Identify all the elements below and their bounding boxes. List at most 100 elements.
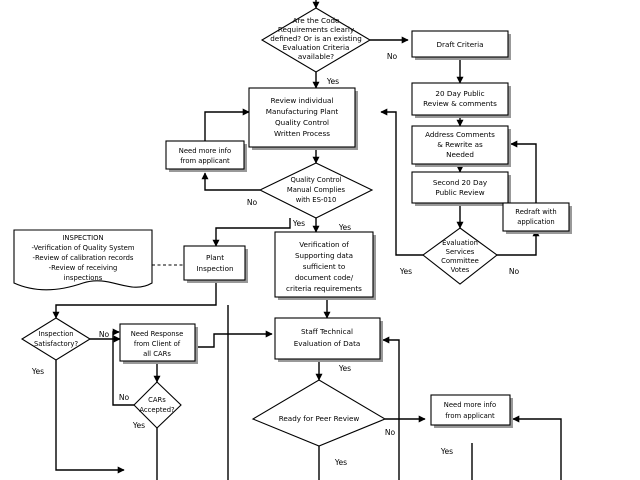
node-draft-criteria[interactable]: Draft Criteria <box>411 30 511 60</box>
node-evaluation-services-votes-line-1: Services <box>446 248 475 256</box>
node-twenty-day-review-line-1: Review & comments <box>423 99 497 108</box>
edge-plant-inspection-to-inspection-satisfactory <box>52 283 217 319</box>
node-review-individual-line-3: Written Process <box>274 129 330 138</box>
edge-label-peer-yes: Yes <box>334 458 347 467</box>
node-ready-peer-review-line-0: Ready for Peer Review <box>279 414 360 423</box>
edge-label-qc-manual-no: No <box>247 198 258 207</box>
node-qc-manual-complies[interactable]: Quality Control Manual Complies with ES-… <box>258 162 374 219</box>
node-address-comments[interactable]: Address Comments & Rewrite as Needed <box>411 125 511 167</box>
node-code-requirements-line-2: defined? Or is an existing <box>270 34 362 43</box>
edge-label-esc-votes-no: No <box>509 267 520 276</box>
edge-qc-manual-yes-to-plant-inspection <box>212 218 291 247</box>
node-code-requirements-line-1: Requirements clearly <box>278 25 355 34</box>
edge-label-inspection-no: No <box>99 330 110 339</box>
node-twenty-day-review[interactable]: 20 Day Public Review & comments <box>411 82 511 118</box>
edge-label-code-req-yes: Yes <box>326 77 339 86</box>
node-address-comments-line-0: Address Comments <box>425 130 495 139</box>
node-twenty-day-review-line-0: 20 Day Public <box>435 89 484 98</box>
node-need-more-info-right[interactable]: Need more info from applicant <box>430 394 513 428</box>
node-review-individual-line-0: Review individual <box>271 96 334 105</box>
node-verification-line-0: Verification of <box>299 240 349 249</box>
node-second-twenty-day[interactable]: Second 20 Day Public Review <box>411 171 511 206</box>
node-address-comments-line-1: & Rewrite as <box>437 140 483 149</box>
node-cars-accepted-line-1: Accepted? <box>139 406 175 414</box>
node-inspection-doc-line-1: -Verification of Quality System <box>32 244 135 252</box>
node-review-individual[interactable]: Review individual Manufacturing Plant Qu… <box>248 87 358 150</box>
edge-label-more-info-yes: Yes <box>440 447 453 456</box>
edge-label-layer: No Yes No Yes Yes Yes No No Yes No Yes Y… <box>31 52 520 467</box>
edge-need-response-to-staff-technical <box>195 330 273 348</box>
node-inspection-satisfactory-line-1: Satisfactory? <box>34 340 79 348</box>
edge-label-cars-yes: Yes <box>132 421 145 430</box>
node-plant-inspection-line-1: Inspection <box>196 264 233 273</box>
node-inspection-satisfactory-line-0: Inspection <box>38 330 73 338</box>
node-verification-line-1: Supporting data <box>295 251 353 260</box>
node-second-twenty-day-line-1: Public Review <box>435 188 484 197</box>
node-need-more-info-left[interactable]: Need more info from applicant <box>165 140 247 172</box>
edge-label-esc-votes-yes: Yes <box>399 267 412 276</box>
node-inspection-document[interactable]: INSPECTION -Verification of Quality Syst… <box>13 229 153 291</box>
node-need-more-info-left-line-1: from applicant <box>180 157 230 165</box>
node-qc-manual-line-2: with ES-010 <box>296 196 337 204</box>
edge-label-qc-manual-yes-right: Yes <box>338 223 351 232</box>
edge-return-to-staff-technical <box>382 336 400 480</box>
edge-label-peer-no: No <box>385 428 396 437</box>
node-staff-technical-line-0: Staff Technical <box>301 327 353 336</box>
node-verification-line-2: sufficient to <box>303 262 346 271</box>
node-plant-inspection-line-0: Plant <box>206 253 224 262</box>
edge-label-code-req-no: No <box>387 52 398 61</box>
node-inspection-doc-line-2: -Review of calibration records <box>33 254 134 262</box>
node-redraft-line-0: Redraft with <box>515 208 556 216</box>
node-ready-peer-review[interactable]: Ready for Peer Review <box>251 379 387 447</box>
node-inspection-satisfactory[interactable]: Inspection Satisfactory? <box>20 317 92 361</box>
edge-inspection-satisfactory-yes-down <box>55 360 125 474</box>
node-redraft-with-application[interactable]: Redraft with application <box>502 202 572 234</box>
edge-label-cars-no: No <box>119 393 130 402</box>
edge-esc-votes-no-to-redraft <box>497 229 540 256</box>
node-cars-accepted[interactable]: CARs Accepted? <box>133 381 182 429</box>
node-address-comments-line-2: Needed <box>446 150 474 159</box>
edge-label-qc-manual-yes-left: Yes <box>292 219 305 228</box>
node-cars-accepted-line-0: CARs <box>148 396 166 404</box>
node-review-individual-line-2: Quality Control <box>275 118 329 127</box>
node-evaluation-services-votes-line-2: Committee <box>441 257 479 265</box>
node-plant-inspection[interactable]: Plant Inspection <box>183 245 248 283</box>
edge-qc-manual-no-to-need-more-info <box>201 172 260 191</box>
node-redraft-line-1: application <box>517 218 555 226</box>
node-qc-manual-line-1: Manual Complies <box>287 186 346 194</box>
node-code-requirements[interactable]: Are the Code Requirements clearly define… <box>260 7 372 73</box>
node-verification-supporting[interactable]: Verification of Supporting data sufficie… <box>274 231 376 300</box>
edge-esc-votes-yes-to-review-individual <box>380 108 423 256</box>
node-need-response-line-1: from Client of <box>134 340 181 348</box>
node-inspection-doc-line-4: inspections <box>64 274 103 282</box>
node-inspection-doc-line-0: INSPECTION <box>62 234 103 242</box>
node-staff-technical-line-1: Evaluation of Data <box>294 339 361 348</box>
node-draft-criteria-line-0: Draft Criteria <box>437 40 484 49</box>
edge-return-to-need-more-info-right <box>512 415 562 480</box>
node-need-more-info-right-line-1: from applicant <box>445 412 495 420</box>
edge-need-more-info-left-to-review-individual <box>204 108 250 141</box>
node-inspection-doc-line-3: -Review of receiving <box>49 264 118 272</box>
node-code-requirements-line-0: Are the Code <box>293 16 340 25</box>
node-need-response-line-0: Need Response <box>131 330 184 338</box>
edge-label-staff-yes: Yes <box>338 364 351 373</box>
node-need-response-client[interactable]: Need Response from Client of all CARs <box>119 323 198 364</box>
edge-redraft-to-address-comments <box>510 140 537 203</box>
node-evaluation-services-votes-line-3: Votes <box>451 266 470 274</box>
node-review-individual-line-1: Manufacturing Plant <box>266 107 339 116</box>
node-evaluation-services-votes-line-0: Evaluation <box>442 239 478 247</box>
node-verification-line-3: document code/ <box>295 273 354 282</box>
node-need-more-info-right-line-0: Need more info <box>444 401 496 409</box>
node-evaluation-services-votes[interactable]: Evaluation Services Committee Votes <box>422 227 498 285</box>
node-need-more-info-left-line-0: Need more info <box>179 147 231 155</box>
node-second-twenty-day-line-0: Second 20 Day <box>433 178 488 187</box>
connector-layer <box>52 0 562 480</box>
edge-label-inspection-yes: Yes <box>31 367 44 376</box>
node-staff-technical-eval[interactable]: Staff Technical Evaluation of Data <box>274 317 383 362</box>
node-need-response-line-2: all CARs <box>143 350 171 358</box>
node-verification-line-4: criteria requirements <box>286 284 362 293</box>
edge-cars-accepted-no-to-need-response <box>112 328 134 406</box>
node-qc-manual-line-0: Quality Control <box>290 176 341 184</box>
